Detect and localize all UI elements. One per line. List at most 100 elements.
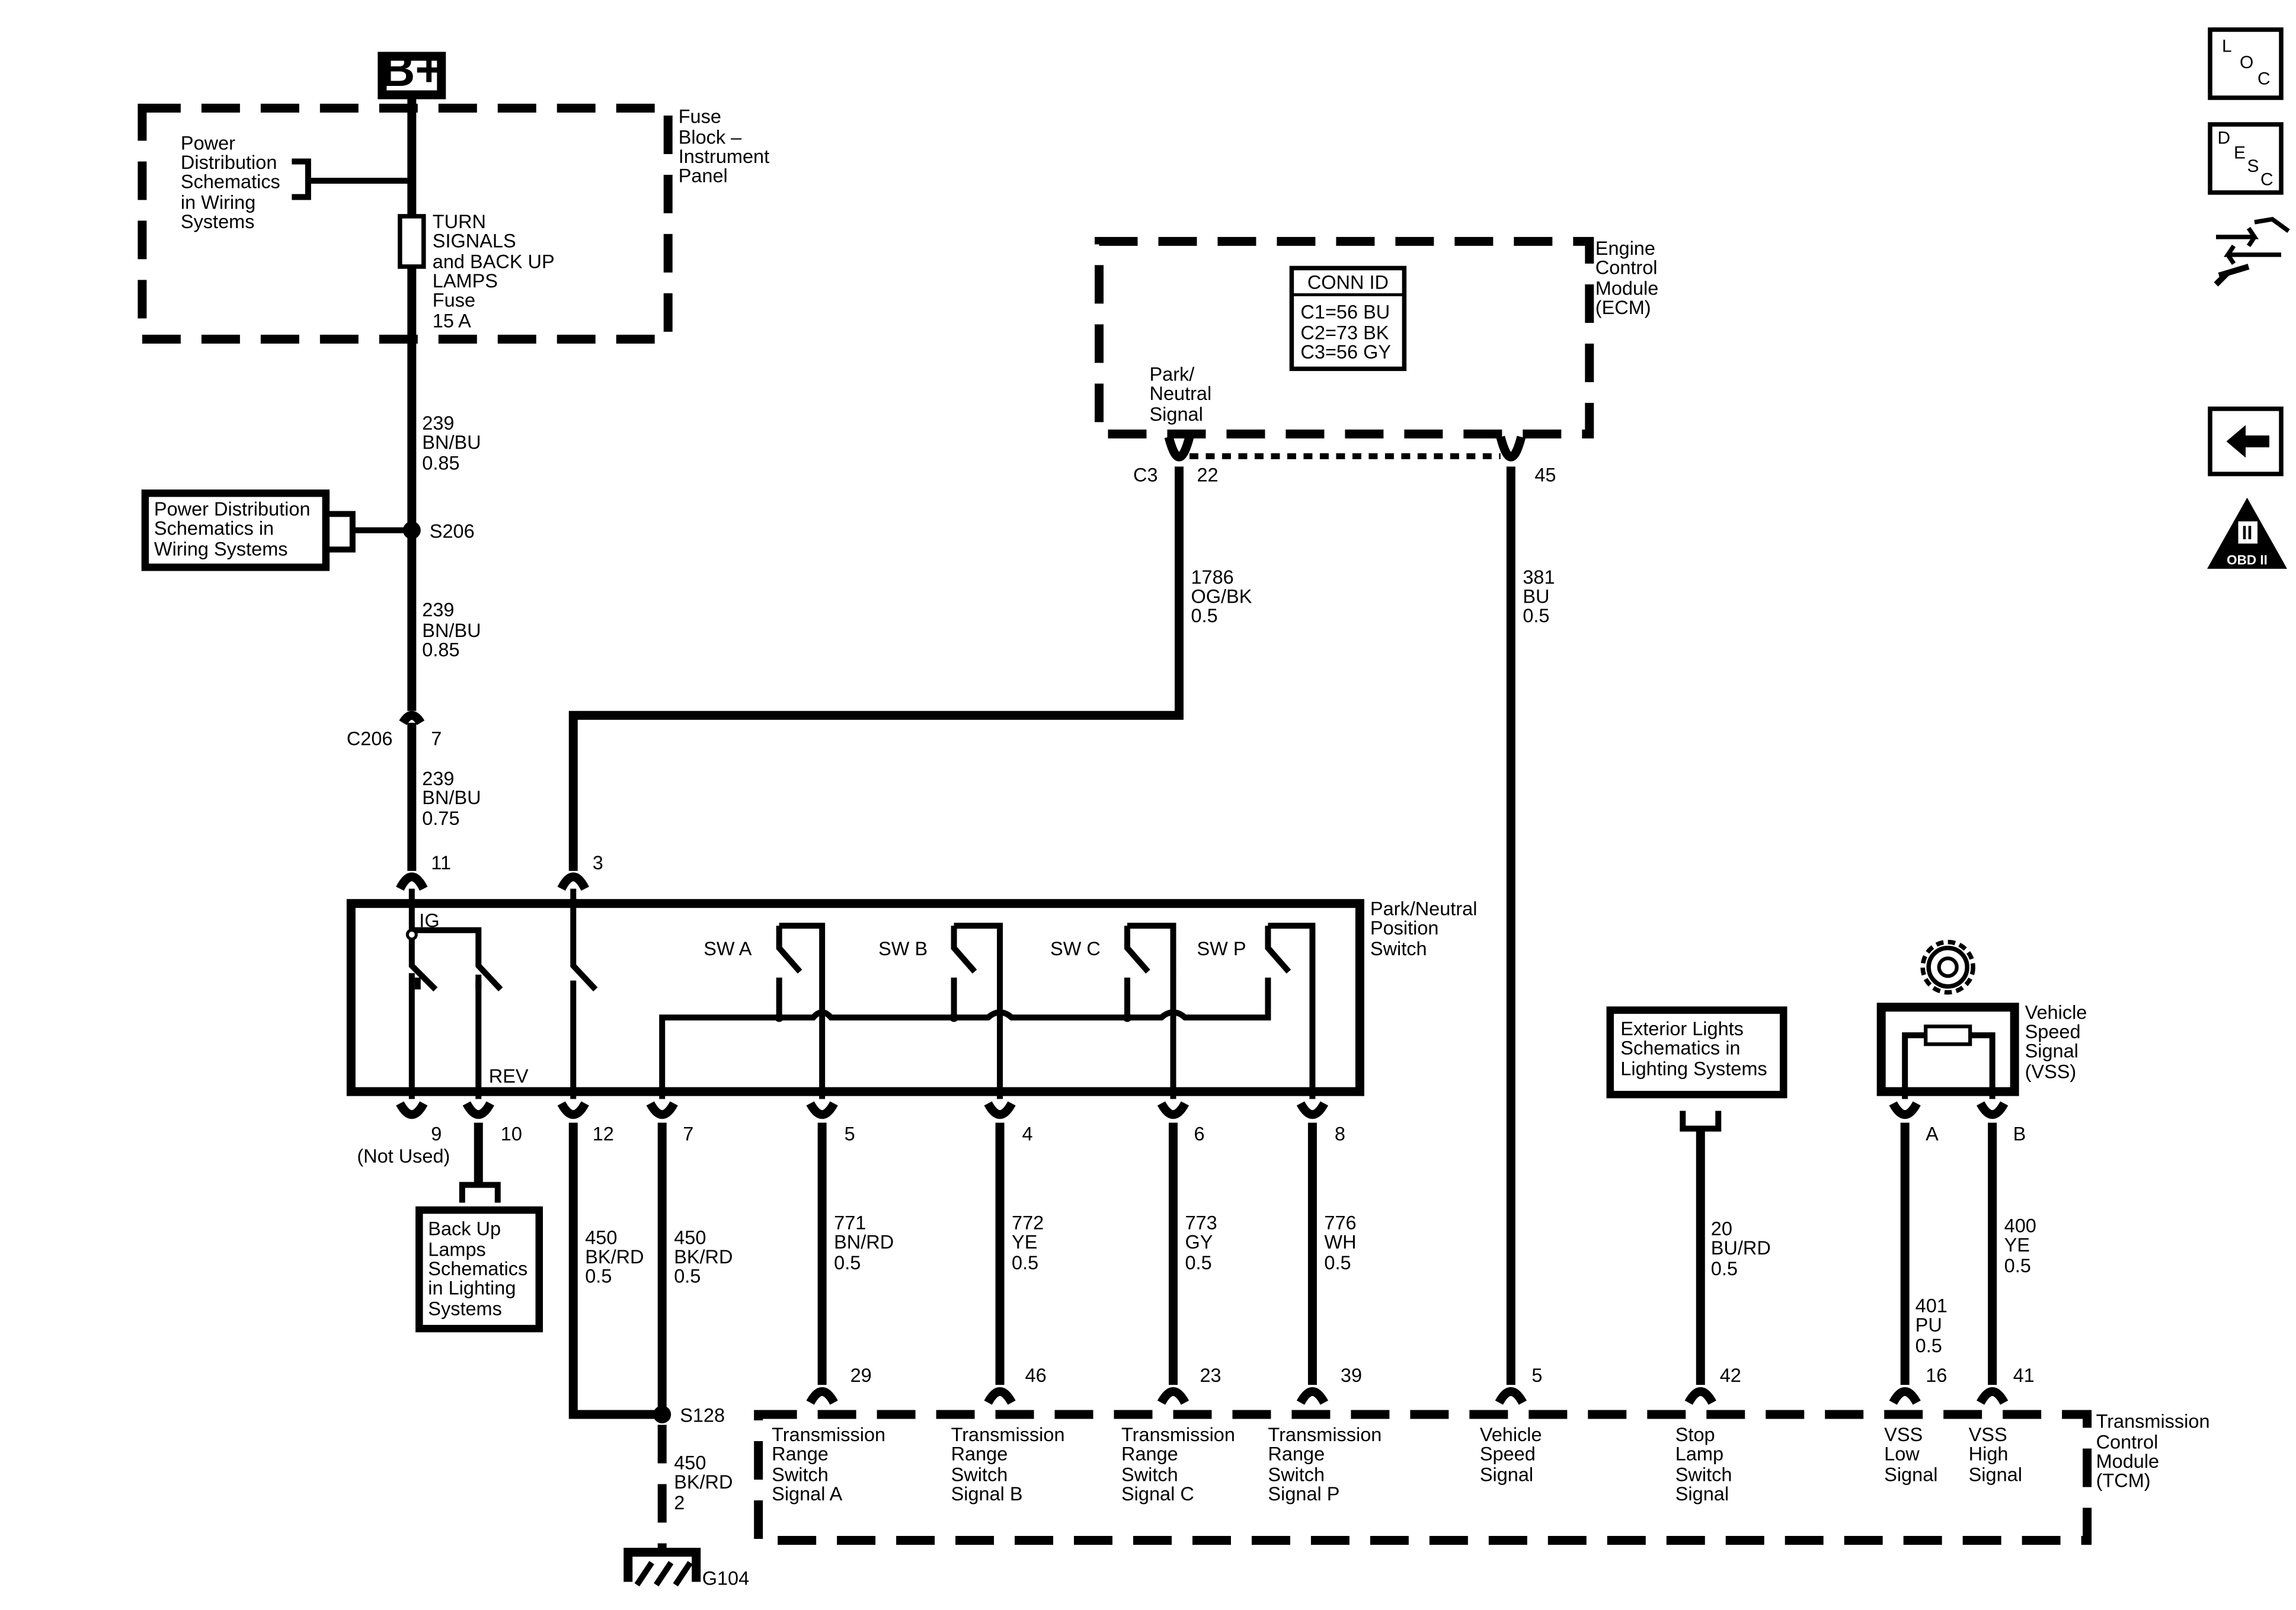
tcm-pin-42: 42 [1720,1365,1741,1386]
connector-c206-pin: 7 [431,728,442,749]
wire-239-low-label: 239 BN/BU 0.75 [422,768,486,829]
fuse-block-frame [137,103,673,344]
splice-s128 [653,1406,671,1424]
svg-text:E: E [2234,143,2246,162]
tcm-signal-vss-high: VSS High Signal [1969,1424,2022,1485]
tcm-pins [806,1387,2009,1405]
wire-20-label: 20 BU/RD 0.5 [1711,1218,1776,1279]
connector-c3: C3 [1133,464,1158,485]
ground-g104 [623,1548,701,1587]
tcm-signal-vss-low: VSS Low Signal [1884,1424,1937,1485]
ecm-pn-signal: Park/ Neutral Signal [1149,363,1217,424]
power-distribution-ref-2 [141,489,330,571]
tcm-title: Transmission Control Module (TCM) [2096,1411,2215,1491]
ecm-pin-45: 45 [1534,464,1556,485]
pnp-sw-a: SW A [703,938,752,959]
wire-239-top-label: 239 BN/BU 0.85 [422,412,486,473]
wire-771-label: 771 BN/RD 0.5 [834,1212,899,1273]
tcm-signal-c: Transmission Range Switch Signal C [1121,1424,1240,1505]
tcm-signal-vehicle-speed: Vehicle Speed Signal [1480,1424,1547,1485]
pnp-pin-8: 8 [1335,1124,1345,1145]
tcm-signal-b: Transmission Range Switch Signal B [951,1424,1070,1505]
vss-pin-b: B [2013,1124,2026,1145]
backup-lamps-ref [415,1206,543,1333]
gear-icon [1920,939,1975,995]
pnp-switch-frame [346,899,1364,1096]
power-distribution-ref-1: Power Distribution Schematics in Wiring … [181,132,286,232]
location-button[interactable]: L O C [2208,27,2284,100]
battery-label: B+ [381,43,443,96]
pnp-rev-label: REV [489,1065,529,1087]
pnp-pin-4: 4 [1022,1124,1033,1145]
wire-400-label: 400 YE 0.5 [2004,1215,2042,1276]
backup-lamps-ref-text: Back Up Lamps Schematics in Lighting Sys… [428,1218,533,1320]
svg-text:O: O [2240,53,2253,72]
pnp-pin-12: 12 [593,1124,614,1145]
wire-450b-label: 450 BK/RD 0.5 [674,1227,738,1287]
tcm-signal-p: Transmission Range Switch Signal P [1268,1424,1387,1505]
tcm-pin-41: 41 [2013,1365,2035,1386]
tcm-frame [754,1410,2092,1545]
pnp-pin-3: 3 [593,852,603,873]
fuse-15a [398,214,426,269]
back-arrow-button[interactable] [2208,406,2284,476]
pnp-pin-10: 10 [501,1124,522,1145]
connector-c206: C206 [347,728,393,749]
pnp-pin-11: 11 [431,852,451,873]
tcm-pin-23: 23 [1200,1365,1221,1386]
pnp-switch-title: Park/Neutral Position Switch [1370,898,1483,959]
svg-text:L: L [2222,36,2232,56]
exterior-lights-ref-text: Exterior Lights Schematics in Lighting S… [1620,1018,1767,1079]
wire-381-label: 381 BU 0.5 [1523,566,1560,626]
wire-239-mid-label: 239 BN/BU 0.85 [422,599,486,660]
tcm-signal-a: Transmission Range Switch Signal A [772,1424,891,1505]
vss-pin-a: A [1926,1124,1939,1145]
repair-procedure-icon[interactable] [2214,216,2290,287]
tcm-pin-46: 46 [1025,1365,1047,1386]
obd-ii-icon[interactable]: II OBD II [2207,497,2288,569]
tcm-pin-39: 39 [1341,1365,1362,1386]
svg-text:D: D [2218,128,2231,148]
svg-text:C: C [2257,69,2271,88]
pnp-sw-c: SW C [1050,938,1101,959]
pnp-pin-not-used: (Not Used) [357,1145,450,1167]
description-button[interactable]: D E S C [2208,122,2284,195]
ground-g104-label: G104 [702,1568,749,1589]
svg-text:OBD II: OBD II [2227,552,2268,567]
wire-773-label: 773 GY 0.5 [1185,1212,1222,1273]
svg-text:S: S [2247,156,2259,176]
connector-c3-pin: 22 [1197,464,1218,485]
wire-776-label: 776 WH 0.5 [1324,1212,1361,1273]
wire-450a-label: 450 BK/RD 0.5 [585,1227,649,1287]
vss-sensor-frame [1876,1003,2019,1096]
svg-text:II: II [2241,522,2252,543]
tcm-signal-stop-lamp: Stop Lamp Switch Signal [1675,1424,1738,1505]
ecm-frame [1095,236,1594,438]
tcm-pin-5: 5 [1531,1365,1542,1386]
fuse-block-title: Fuse Block – Instrument Panel [679,105,775,186]
vss-title: Vehicle Speed Signal (VSS) [2025,1002,2093,1083]
wire-772-label: 772 YE 0.5 [1012,1212,1049,1273]
power-distribution-ref-2-text: Power Distribution Schematics in Wiring … [154,498,316,559]
wire-1786-label: 1786 OG/BK 0.5 [1191,566,1257,626]
wire-450c-label: 450 BK/RD 2 [674,1452,738,1513]
ecm-title: Engine Control Module (ECM) [1595,238,1664,318]
svg-text:C: C [2260,169,2273,189]
exterior-lights-ref [1606,1006,1787,1099]
splice-s128-label: S128 [680,1405,725,1426]
pnp-sw-b: SW B [878,938,928,959]
fuse-label: TURN SIGNALS and BACK UP LAMPS Fuse 15 A [433,211,560,331]
conn-id-header: CONN ID [1307,271,1389,293]
tcm-pin-29: 29 [850,1365,872,1386]
pnp-pin-5: 5 [845,1124,855,1145]
battery-terminal: B+ [378,43,446,100]
pnp-pin-6: 6 [1194,1124,1204,1145]
conn-id-box [1289,265,1407,372]
pnp-pin-7: 7 [683,1124,693,1145]
conn-id-list: C1=56 BU C2=73 BK C3=56 GY [1300,301,1395,362]
pnp-sw-p: SW P [1197,938,1246,959]
tcm-pin-16: 16 [1926,1365,1947,1386]
wire-401-label: 401 PU 0.5 [1916,1295,1953,1356]
pnp-pin-9: 9 [431,1124,442,1145]
